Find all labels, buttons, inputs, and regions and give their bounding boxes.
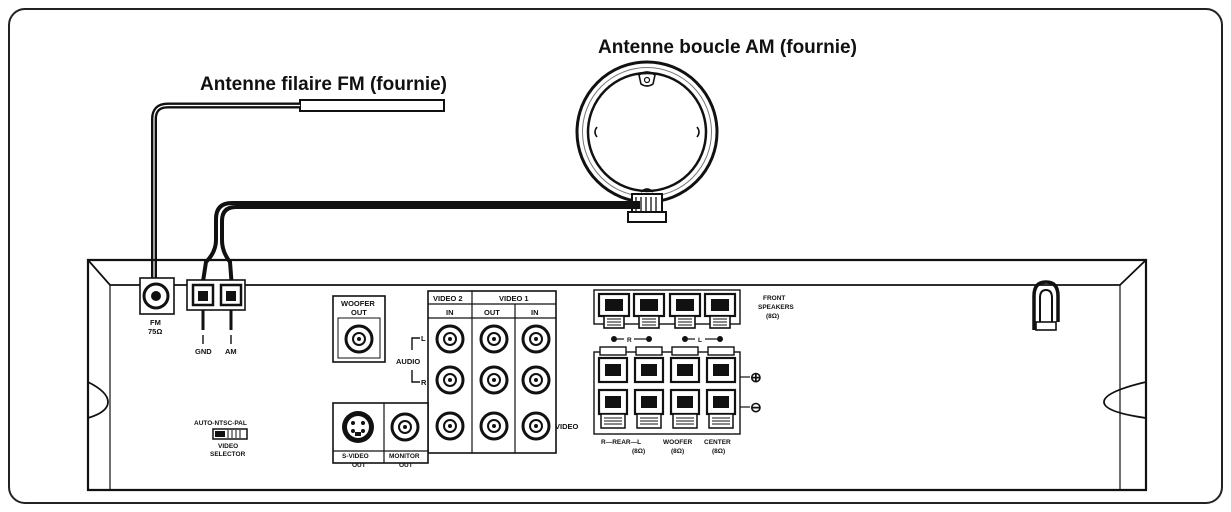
power-cord-clip <box>1032 280 1060 331</box>
monitor-out-label: MONITOR <box>389 453 420 460</box>
woofer-out-label-2: OUT <box>351 308 367 317</box>
center-speaker-label: CENTER <box>704 439 731 446</box>
speaker-terminal[interactable] <box>705 346 737 384</box>
am-antenna-label: Antenne boucle AM (fournie) <box>598 37 857 58</box>
video1-out-label: OUT <box>484 308 500 317</box>
video-selector-options: AUTO-NTSC-PAL <box>194 420 247 427</box>
video2-in-label: IN <box>446 308 454 317</box>
am-antenna-terminals[interactable] <box>186 279 246 344</box>
rca-jack[interactable] <box>521 324 551 354</box>
fm-wire-antenna <box>151 99 445 285</box>
speaker-terminal[interactable] <box>632 292 666 329</box>
center-speaker-impedance: (8Ω) <box>712 448 725 455</box>
am-loop-antenna <box>575 60 719 223</box>
woofer-speaker-label: WOOFER <box>663 439 693 446</box>
speaker-terminal[interactable] <box>633 346 665 384</box>
rca-jack[interactable] <box>479 365 509 395</box>
surround-speaker-terminals <box>593 346 750 435</box>
audio-label: AUDIO <box>396 357 420 366</box>
gnd-label: GND <box>195 347 212 356</box>
speaker-terminal[interactable] <box>669 346 701 384</box>
rca-jack[interactable] <box>479 324 509 354</box>
speaker-terminal[interactable] <box>705 388 737 429</box>
plus-polarity-icon: ⊕ <box>750 369 762 385</box>
rca-jack[interactable] <box>521 411 551 441</box>
fm-jack-impedance: 75Ω <box>148 327 162 336</box>
svideo-out-jack[interactable] <box>342 411 374 443</box>
video-label: VIDEO <box>555 422 579 431</box>
minus-polarity-icon: ⊖ <box>750 399 762 415</box>
audio-bracket <box>411 337 420 383</box>
video1-in-label: IN <box>531 308 539 317</box>
diagram-frame <box>8 8 1223 504</box>
speaker-terminal[interactable] <box>597 388 629 429</box>
rca-jack[interactable] <box>435 365 465 395</box>
svideo-out-label: S-VIDEO <box>342 453 369 460</box>
front-r-label: R <box>627 337 632 344</box>
fm-75-ohm-jack[interactable] <box>139 277 175 315</box>
rear-speakers-label: R—REAR—L <box>601 439 641 446</box>
fm-jack-label: FM <box>150 318 161 327</box>
front-speakers-impedance: (8Ω) <box>766 313 779 320</box>
rca-jack[interactable] <box>435 411 465 441</box>
rca-jack[interactable] <box>479 411 509 441</box>
woofer-out-jack[interactable] <box>332 295 386 363</box>
rear-speakers-impedance: (8Ω) <box>632 448 645 455</box>
speaker-terminal[interactable] <box>703 292 737 329</box>
speaker-terminal[interactable] <box>633 388 665 429</box>
speaker-terminal[interactable] <box>668 292 702 329</box>
rca-jack[interactable] <box>521 365 551 395</box>
monitor-out-label-2: OUT <box>399 462 413 469</box>
am-label: AM <box>225 347 237 356</box>
video-selector-label: VIDEO <box>218 443 238 450</box>
rear-panel <box>86 258 1148 492</box>
front-speakers-label: FRONT <box>763 295 785 302</box>
video2-label: VIDEO 2 <box>433 294 463 303</box>
monitor-out-jack[interactable] <box>390 412 420 442</box>
am-antenna-cable <box>200 201 640 289</box>
audio-r-label: R <box>421 378 427 387</box>
front-l-label: L <box>698 337 702 344</box>
speaker-terminal[interactable] <box>669 388 701 429</box>
audio-l-label: L <box>421 334 426 343</box>
woofer-speaker-impedance: (8Ω) <box>671 448 684 455</box>
speaker-terminal[interactable] <box>597 346 629 384</box>
video-selector-label-2: SELECTOR <box>210 451 246 458</box>
rca-jack-grid <box>435 324 551 441</box>
front-speaker-terminals <box>593 289 741 342</box>
speaker-terminal[interactable] <box>597 292 631 329</box>
video1-label: VIDEO 1 <box>499 294 529 303</box>
fm-antenna-label: Antenne filaire FM (fournie) <box>200 74 447 95</box>
video-selector-switch[interactable] <box>212 428 248 440</box>
rca-jack[interactable] <box>435 324 465 354</box>
svideo-out-label-2: OUT <box>352 462 366 469</box>
woofer-out-label: WOOFER <box>341 299 375 308</box>
front-speakers-label-2: SPEAKERS <box>758 304 794 311</box>
